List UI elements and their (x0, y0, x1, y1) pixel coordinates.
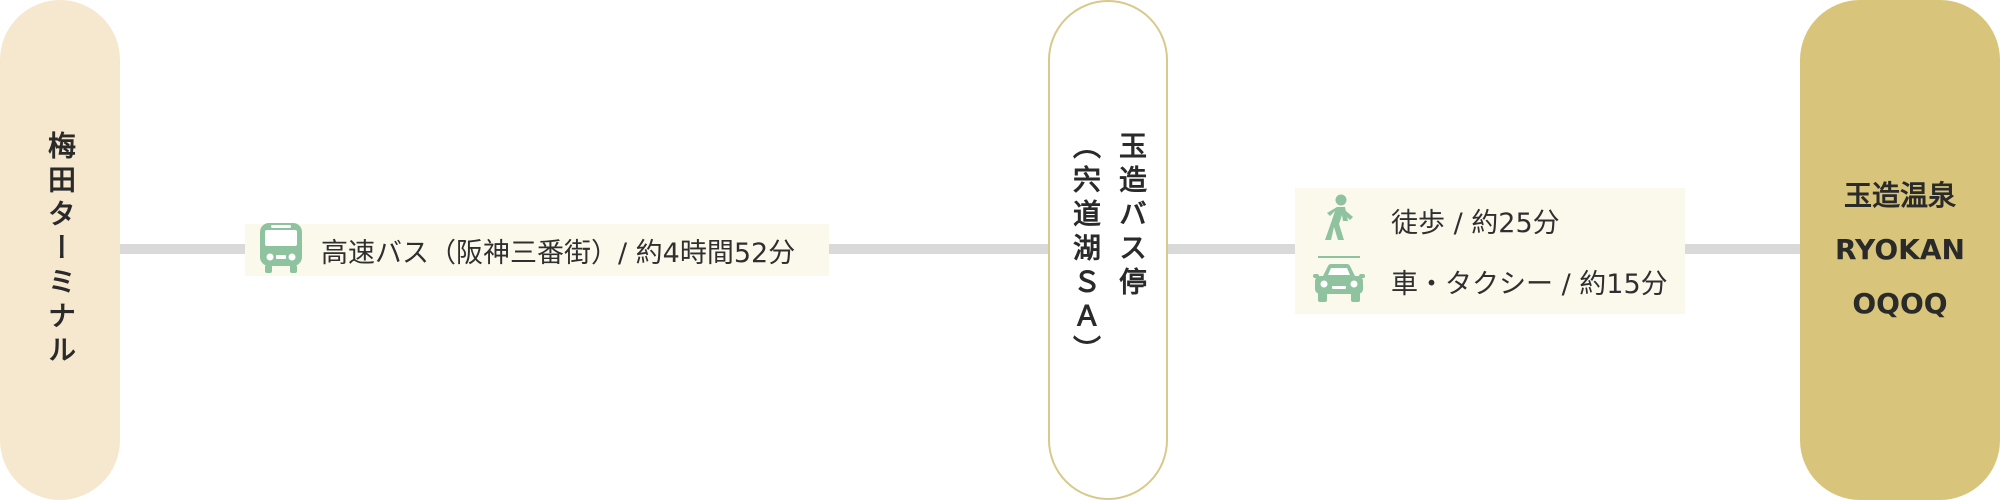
bus-icon (259, 222, 303, 278)
bus-route-label: 高速バス（阪神三番街）/ 約4時間52分 (321, 237, 796, 269)
route-walk-car: 徒歩 / 約25分 車・タクシー / 約15分 (1295, 188, 1685, 314)
station-label: 梅田ターミナル (44, 131, 77, 369)
car-route-label: 車・タクシー / 約15分 (1391, 269, 1668, 300)
station-sublabel: （宍道湖ＳＡ） (1069, 131, 1102, 369)
destination-line-2: RYOKAN (1835, 233, 1965, 266)
station-ryokan-oqoq: 玉造温泉 RYOKAN OQOQ (1800, 0, 2000, 500)
station-label: 玉造バス停 (1115, 131, 1148, 301)
divider (1318, 256, 1360, 258)
walk-route-label: 徒歩 / 約25分 (1391, 208, 1560, 239)
station-umeda-terminal: 梅田ターミナル (0, 0, 120, 500)
destination-line-3: OQOQ (1852, 287, 1948, 320)
route-bus: 高速バス（阪神三番街）/ 約4時間52分 (245, 222, 829, 278)
walking-person-icon (1322, 194, 1356, 246)
route-track (110, 244, 1820, 254)
destination-line-1: 玉造温泉 (1843, 179, 1956, 212)
car-icon (1313, 262, 1365, 308)
station-tamatsukuri-bus-stop: 玉造バス停 （宍道湖ＳＡ） (1048, 0, 1168, 500)
destination-name: 玉造温泉 RYOKAN OQOQ (1835, 169, 1965, 331)
